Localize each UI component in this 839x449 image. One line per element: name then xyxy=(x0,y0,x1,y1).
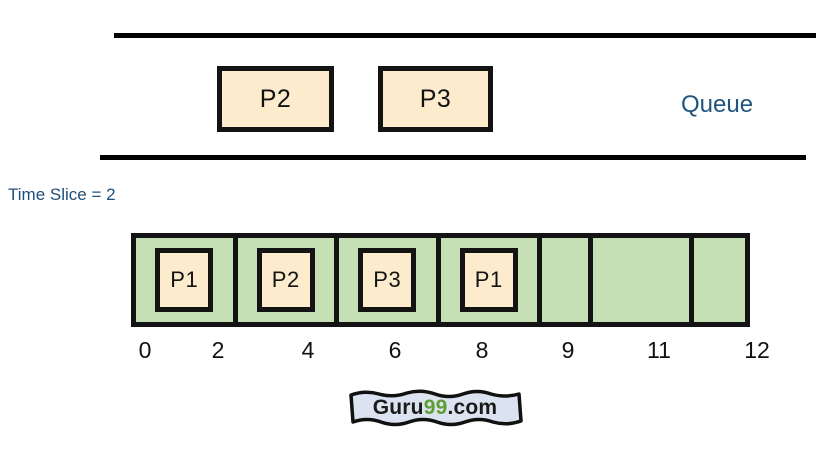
queue-process-box-p3: P3 xyxy=(378,66,493,132)
gantt-process-box: P3 xyxy=(358,248,417,312)
gantt-cell-idle xyxy=(694,238,745,322)
logo-text-guru: Guru xyxy=(372,396,424,419)
axis-tick-label: 8 xyxy=(475,337,489,363)
axis-tick-label: 0 xyxy=(138,337,152,363)
queue-bottom-divider xyxy=(100,155,806,160)
gantt-process-label: P1 xyxy=(170,267,199,292)
axis-tick-label: 11 xyxy=(647,337,671,363)
ready-queue-region: P2 P3 Queue xyxy=(0,0,839,175)
axis-tick-label: 4 xyxy=(301,337,315,363)
axis-tick-label: 9 xyxy=(561,337,575,363)
gantt-cell-p1: P1 xyxy=(440,238,542,322)
axis-tick-label: 12 xyxy=(744,337,770,363)
logo-text-99: 99 xyxy=(423,396,448,419)
axis-tick-label: 6 xyxy=(388,337,402,363)
gantt-axis: 0 2 4 6 8 9 11 12 xyxy=(0,337,839,371)
gantt-process-label: P2 xyxy=(271,267,300,292)
gantt-process-box: P2 xyxy=(256,248,315,312)
gantt-process-box: P1 xyxy=(155,248,214,312)
logo-text-com: .com xyxy=(447,396,498,419)
queue-top-divider xyxy=(114,33,816,38)
gantt-cell-p3: P3 xyxy=(339,238,441,322)
gantt-process-label: P1 xyxy=(474,267,503,292)
axis-tick-label: 2 xyxy=(211,337,225,363)
queue-title-label: Queue xyxy=(681,91,754,118)
gantt-process-label: P3 xyxy=(373,267,402,292)
gantt-process-box: P1 xyxy=(459,248,518,312)
gantt-cell-p1: P1 xyxy=(136,238,238,322)
queue-process-box-p2: P2 xyxy=(217,66,334,132)
guru99-badge-shape xyxy=(349,389,523,427)
queue-process-label: P3 xyxy=(419,84,452,113)
gantt-cell-p2: P2 xyxy=(237,238,339,322)
gantt-timeline: P1 P2 P3 P1 xyxy=(131,233,750,327)
gantt-cell-idle xyxy=(592,238,695,322)
gantt-cell-idle xyxy=(542,238,593,322)
time-slice-caption: Time Slice = 2 xyxy=(8,185,116,204)
queue-process-label: P2 xyxy=(259,84,292,113)
